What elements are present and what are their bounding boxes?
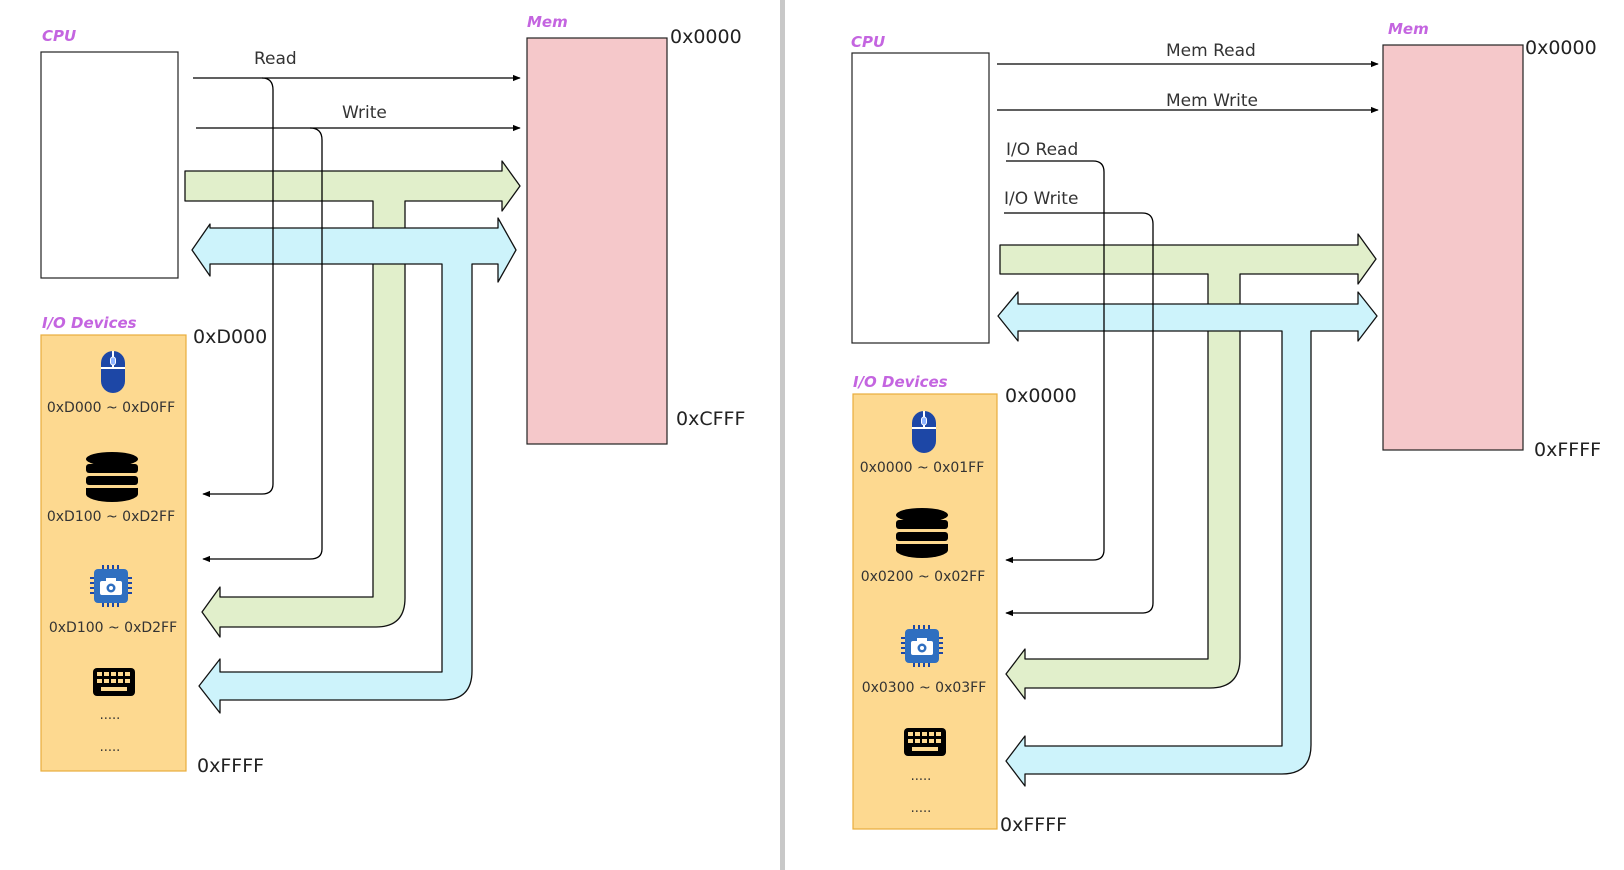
left-mem-start-address: 0x0000 (670, 26, 742, 48)
camera-chip-icon (90, 565, 132, 607)
left-io-end-address: 0xFFFF (197, 755, 264, 777)
mouse-icon (911, 410, 937, 454)
left-mem-title: Mem (527, 13, 568, 31)
left-address-bus (191, 217, 517, 714)
panel-divider (780, 0, 785, 870)
right-data-bus (999, 233, 1377, 700)
right-mem-read-label: Mem Read (1166, 41, 1256, 61)
database-icon (896, 508, 948, 558)
left-mem-end-address: 0xCFFF (676, 408, 745, 430)
keyboard-icon (904, 728, 946, 756)
left-read-label: Read (254, 49, 297, 69)
camera-chip-icon (901, 625, 943, 667)
right-io-box (852, 393, 998, 830)
right-device-range: 0x0200 ~ 0x02FF (861, 569, 986, 585)
right-io-read-line (1005, 160, 1105, 564)
left-read-to-io-line (202, 77, 274, 498)
right-io-read-label: I/O Read (1006, 140, 1078, 160)
left-data-bus (184, 160, 521, 638)
database-icon (86, 452, 138, 502)
right-panel: CPU Mem 0x0000 0xFFFF Mem Read Mem Write… (851, 20, 1601, 836)
left-io-title: I/O Devices (42, 314, 137, 332)
right-device-range: 0x0000 ~ 0x01FF (860, 460, 985, 476)
left-mem-box (526, 37, 668, 445)
right-ellipsis: ..... (911, 769, 932, 784)
left-io-box (40, 334, 187, 772)
left-device-range: 0xD100 ~ 0xD2FF (47, 509, 175, 525)
mouse-icon (100, 350, 126, 394)
right-io-write-line (1004, 212, 1154, 617)
right-cpu-box (851, 52, 990, 344)
left-cpu-box (40, 51, 179, 279)
left-write-label: Write (342, 103, 387, 123)
right-mem-box (1382, 44, 1524, 451)
right-ellipsis: ..... (911, 801, 932, 816)
right-mem-end-address: 0xFFFF (1534, 439, 1601, 461)
right-mem-title: Mem (1388, 20, 1429, 38)
left-io-start-address: 0xD000 (193, 326, 267, 348)
right-device-range: 0x0300 ~ 0x03FF (862, 680, 987, 696)
left-device-range: 0xD100 ~ 0xD2FF (49, 620, 177, 636)
right-mem-start-address: 0x0000 (1525, 37, 1597, 59)
left-panel: CPU Mem 0x0000 0xCFFF Read Write I/O Dev… (40, 13, 745, 777)
left-device-range: 0xD000 ~ 0xD0FF (47, 400, 175, 416)
keyboard-icon (93, 668, 135, 696)
right-io-title: I/O Devices (853, 373, 948, 391)
right-address-bus (997, 291, 1378, 787)
left-write-to-io-line (202, 127, 323, 563)
left-ellipsis: ..... (100, 708, 121, 723)
left-ellipsis: ..... (100, 740, 121, 755)
right-io-write-label: I/O Write (1004, 189, 1078, 209)
right-io-start-address: 0x0000 (1005, 385, 1077, 407)
right-mem-write-label: Mem Write (1166, 91, 1258, 111)
right-io-end-address: 0xFFFF (1000, 814, 1067, 836)
right-cpu-title: CPU (851, 33, 885, 51)
left-cpu-title: CPU (42, 27, 76, 45)
